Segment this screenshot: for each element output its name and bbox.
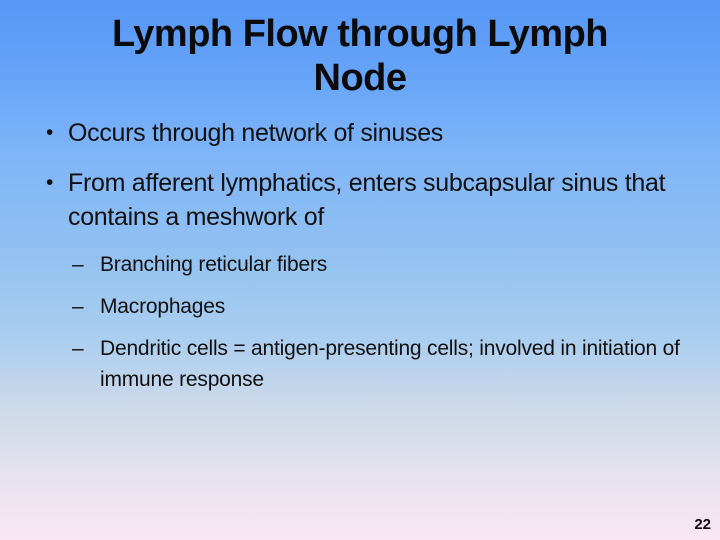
slide-title-line-2: Node	[313, 57, 408, 100]
slide-body: • Occurs through network of sinuses • Fr…	[0, 116, 720, 395]
slide-title: Lymph Flow through Lymph Node	[0, 0, 720, 101]
bullet-text: Occurs through network of sinuses	[68, 118, 444, 147]
dash-marker: –	[72, 337, 84, 361]
bullet-text: Macrophages	[100, 294, 226, 318]
bullet-text: Branching reticular fibers	[100, 252, 328, 276]
dash-marker: –	[72, 294, 84, 318]
bullet-marker: •	[46, 120, 54, 144]
bullet-text: From afferent lymphatics, enters subcaps…	[68, 168, 666, 232]
bullet-text: Dendritic cells = antigen-presenting cel…	[100, 337, 680, 391]
bullet-item-2: • From afferent lymphatics, enters subca…	[0, 166, 720, 235]
bullet-item-1: • Occurs through network of sinuses	[0, 116, 720, 151]
dash-marker: –	[72, 252, 84, 276]
sub-bullet-item-1: – Branching reticular fibers	[0, 250, 720, 280]
sub-bullet-item-2: – Macrophages	[0, 292, 720, 322]
sub-bullet-item-3: – Dendritic cells = antigen-presenting c…	[0, 334, 720, 395]
bullet-marker: •	[46, 170, 54, 194]
slide-title-line-1: Lymph Flow through Lymph	[111, 13, 609, 55]
slide-page-number: 22	[694, 516, 711, 533]
